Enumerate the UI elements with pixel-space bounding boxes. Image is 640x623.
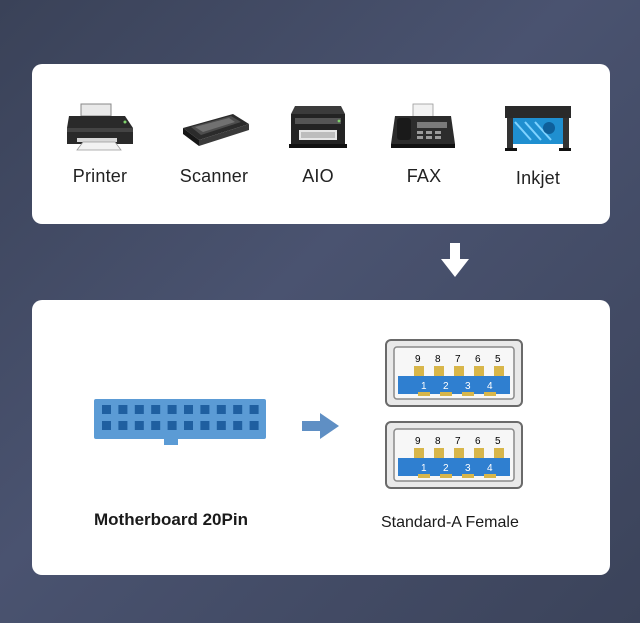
header-pin-hole	[233, 405, 243, 414]
printer-icon	[67, 103, 133, 151]
motherboard-label: Motherboard 20Pin	[94, 510, 248, 529]
pin-number: 7	[455, 354, 461, 365]
pin-number: 1	[421, 381, 427, 392]
usb-a-female-port-icon: 9 8 7 6 5 1 2 3 4	[385, 339, 523, 407]
pin-number: 3	[465, 463, 471, 474]
pin-number: 1	[421, 463, 427, 474]
header-pin-hole	[134, 421, 144, 430]
header-pin-hole	[134, 405, 144, 414]
pin-number: 9	[415, 436, 421, 447]
header-pin-hole	[184, 405, 193, 414]
header-pin-hole	[249, 405, 259, 414]
device-label: Scanner	[179, 166, 249, 186]
pin-number: 3	[465, 381, 471, 392]
device-fax: FAX	[374, 102, 474, 187]
scanner-icon	[183, 114, 249, 146]
pin-number: 6	[475, 436, 481, 447]
device-inkjet: Inkjet	[488, 102, 588, 189]
device-printer: Printer	[50, 102, 150, 187]
aio-printer-icon	[289, 106, 347, 148]
motherboard-20pin-header-icon	[94, 399, 266, 445]
header-pin-hole	[200, 421, 210, 430]
device-label: Inkjet	[515, 168, 561, 188]
pin-number: 5	[495, 436, 501, 447]
header-pin-hole	[118, 421, 128, 430]
header-pin-hole	[102, 421, 111, 430]
header-pin-hole	[184, 421, 193, 430]
header-pin-hole	[233, 421, 243, 430]
pin-number: 4	[487, 463, 493, 474]
device-aio: AIO	[268, 102, 368, 187]
pin-number: 6	[475, 354, 481, 365]
pin-number: 8	[435, 354, 441, 365]
pin-number: 4	[487, 381, 493, 392]
pin-number: 7	[455, 436, 461, 447]
pin-number: 8	[435, 436, 441, 447]
pin-number: 9	[415, 354, 421, 365]
device-label: AIO	[302, 166, 334, 186]
header-pin-hole	[200, 405, 210, 414]
header-pin-hole	[216, 405, 226, 414]
pin-number: 2	[443, 463, 449, 474]
down-arrow-icon	[441, 243, 469, 277]
device-label: FAX	[406, 166, 442, 186]
header-pin-hole	[151, 405, 161, 414]
header-pin-hole	[216, 421, 226, 430]
devices-panel: Printer Scanner AIO	[32, 64, 610, 224]
inkjet-plotter-icon	[505, 106, 571, 151]
pin-number: 2	[443, 381, 449, 392]
right-arrow-icon	[302, 413, 339, 439]
device-scanner: Scanner	[164, 102, 264, 187]
pin-number: 5	[495, 354, 501, 365]
usb-port-label: Standard-A Female	[381, 514, 519, 531]
header-pin-hole	[167, 421, 177, 430]
header-pin-hole	[151, 421, 161, 430]
usb-a-female-port-icon: 9 8 7 6 5 1 2 3 4	[385, 421, 523, 489]
header-pin-hole	[118, 405, 128, 414]
device-label: Printer	[72, 166, 128, 186]
header-pin-hole	[249, 421, 259, 430]
header-pin-hole	[167, 405, 177, 414]
fax-icon	[391, 103, 455, 148]
header-pin-hole	[102, 405, 111, 414]
